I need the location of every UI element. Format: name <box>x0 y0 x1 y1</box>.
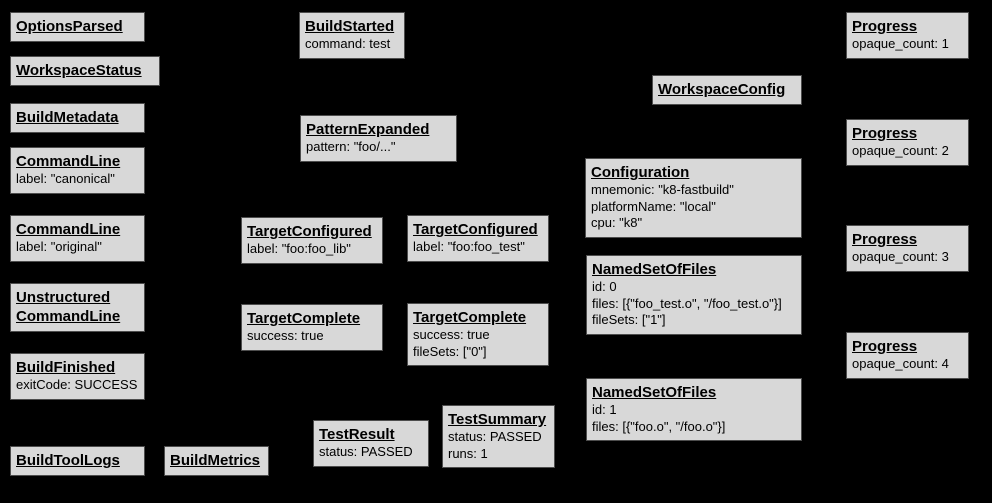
event-field: exitCode: SUCCESS <box>16 377 138 392</box>
event-box-build-metadata: BuildMetadata <box>10 103 145 133</box>
event-title: TestSummary <box>448 411 547 428</box>
event-title: CommandLine <box>16 308 121 325</box>
event-field: platformName: "local" <box>591 198 716 214</box>
event-title: Progress <box>852 231 918 248</box>
event-field: mnemonic: "k8-fastbuild" <box>591 182 734 197</box>
event-box-workspace-config: WorkspaceConfig <box>652 75 802 105</box>
event-field: fileSets: ["1"] <box>592 312 666 327</box>
event-field: label: "canonical" <box>16 171 115 186</box>
event-field: pattern: "foo/..." <box>306 139 396 154</box>
event-field: success: true <box>413 327 490 342</box>
event-title: Configuration <box>591 164 690 181</box>
event-title: BuildMetrics <box>170 452 261 469</box>
event-title: Progress <box>852 125 918 142</box>
event-title: BuildStarted <box>305 18 395 35</box>
event-field: opaque_count: 4 <box>852 356 949 371</box>
event-title: Progress <box>852 18 918 35</box>
event-title: PatternExpanded <box>306 121 430 138</box>
event-title: WorkspaceConfig <box>658 81 786 98</box>
event-box-options-parsed: OptionsParsed <box>10 12 145 42</box>
event-title: WorkspaceStatus <box>16 62 142 79</box>
event-field: files: [{"foo_test.o", "/foo_test.o"}] <box>592 295 782 311</box>
event-field: opaque_count: 1 <box>852 36 949 51</box>
event-title: NamedSetOfFiles <box>592 384 717 401</box>
event-title: OptionsParsed <box>16 18 123 35</box>
event-box-workspace-status: WorkspaceStatus <box>10 56 160 86</box>
event-field: label: "foo:foo_lib" <box>247 241 351 256</box>
event-title: CommandLine <box>16 221 121 238</box>
event-field: cpu: "k8" <box>591 215 643 230</box>
event-field: runs: 1 <box>448 445 488 461</box>
event-title: TargetConfigured <box>247 223 372 240</box>
event-field: label: "original" <box>16 239 102 254</box>
event-box-build-tool-logs: BuildToolLogs <box>10 446 145 476</box>
event-field: status: PASSED <box>319 444 413 459</box>
event-box-build-metrics: BuildMetrics <box>164 446 269 476</box>
event-title: Progress <box>852 338 918 355</box>
event-field: success: true <box>247 328 324 343</box>
event-field: label: "foo:foo_test" <box>413 239 525 254</box>
event-field: id: 0 <box>592 279 617 294</box>
event-field: fileSets: ["0"] <box>413 343 487 359</box>
event-field: files: [{"foo.o", "/foo.o"}] <box>592 418 726 434</box>
event-field: opaque_count: 2 <box>852 143 949 158</box>
event-field: opaque_count: 3 <box>852 249 949 264</box>
event-title: BuildFinished <box>16 359 116 376</box>
event-title: TestResult <box>319 426 395 443</box>
event-field: status: PASSED <box>448 429 542 444</box>
event-title: Unstructured <box>16 289 111 306</box>
event-field: command: test <box>305 36 391 51</box>
event-title: TargetComplete <box>247 310 361 327</box>
event-title: BuildMetadata <box>16 109 119 126</box>
event-title: NamedSetOfFiles <box>592 261 717 278</box>
event-title: BuildToolLogs <box>16 452 120 469</box>
event-title: TargetComplete <box>413 309 527 326</box>
event-title: CommandLine <box>16 153 121 170</box>
event-field: id: 1 <box>592 402 617 417</box>
event-title: TargetConfigured <box>413 221 538 238</box>
